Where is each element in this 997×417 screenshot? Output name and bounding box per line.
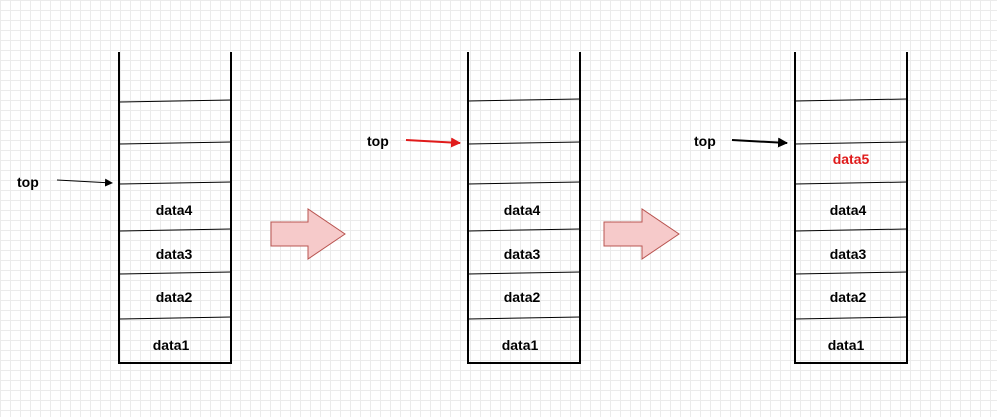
stack-1-top-label: top <box>17 174 39 190</box>
stack-1-divider <box>118 271 232 275</box>
stack-2-divider <box>467 181 581 185</box>
stack-2-divider <box>467 271 581 275</box>
stack-3-top-label: top <box>694 133 716 149</box>
stack-3-cell-data2: data2 <box>829 289 867 305</box>
stack-2-divider <box>467 316 581 320</box>
stack-3 <box>731 52 908 364</box>
stack-2-cell-data1: data1 <box>501 337 539 353</box>
stack-2-top-pointer-arrow <box>405 137 461 148</box>
stack-2 <box>405 52 581 364</box>
stack-2-top-label: top <box>367 133 389 149</box>
stack-1-cell-data2: data2 <box>155 289 193 305</box>
stack-3-divider <box>794 316 908 320</box>
stack-2-divider <box>467 228 581 232</box>
stack-3-cell-data1: data1 <box>827 337 865 353</box>
stack-3-cell-data4: data4 <box>829 202 867 218</box>
stack-2-cell-data4: data4 <box>503 202 541 218</box>
stack-2-divider <box>467 141 581 145</box>
transition-arrow-1 <box>270 208 346 260</box>
stack-1-cell-data1: data1 <box>152 337 190 353</box>
stack-2-cell-data2: data2 <box>503 289 541 305</box>
stack-2-divider <box>467 98 581 102</box>
stack-1-top-pointer-arrow <box>56 178 113 187</box>
stack-1-divider <box>118 181 232 185</box>
stack-3-divider <box>794 181 908 185</box>
stack-1 <box>56 52 232 364</box>
stack-3-divider <box>794 271 908 275</box>
stack-3-cell-data5: data5 <box>832 151 870 167</box>
stack-3-cell-data3: data3 <box>829 246 867 262</box>
stack-1-cell-data3: data3 <box>155 246 193 262</box>
stack-3-divider <box>794 141 908 145</box>
stack-3-divider <box>794 228 908 232</box>
transition-arrow-2 <box>603 208 680 260</box>
stack-1-divider <box>118 316 232 320</box>
stack-1-divider <box>118 228 232 232</box>
stack-1-divider <box>118 99 232 103</box>
stack-1-divider <box>118 141 232 145</box>
stack-3-top-pointer-arrow <box>731 137 788 148</box>
stack-1-cell-data4: data4 <box>155 202 193 218</box>
stack-2-cell-data3: data3 <box>503 246 541 262</box>
stack-3-divider <box>794 98 908 102</box>
